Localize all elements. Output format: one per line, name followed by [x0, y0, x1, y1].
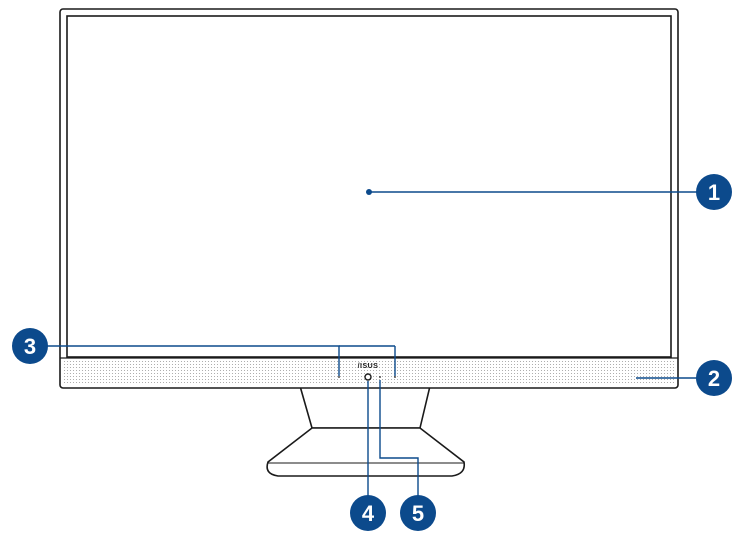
leader-1-dot: [366, 189, 372, 195]
microphone-left: [338, 376, 340, 378]
webcam: [365, 374, 371, 380]
stand-neck: [300, 386, 430, 428]
callout-2: 2: [696, 360, 732, 396]
webcam-indicator-led: [379, 376, 381, 378]
callout-2-label: 2: [708, 366, 720, 391]
callout-3: 3: [12, 328, 48, 364]
callout-3-label: 3: [24, 334, 36, 359]
callout-1: 1: [696, 174, 732, 210]
stand-base: [267, 428, 464, 476]
callout-4: 4: [350, 495, 386, 531]
callout-1-label: 1: [708, 180, 720, 205]
callout-5: 5: [400, 495, 436, 531]
microphone-right: [394, 376, 396, 378]
display-panel: [67, 16, 671, 357]
brand-logo: /ISUS: [358, 363, 379, 370]
callout-5-label: 5: [412, 501, 424, 526]
callout-4-label: 4: [362, 501, 375, 526]
